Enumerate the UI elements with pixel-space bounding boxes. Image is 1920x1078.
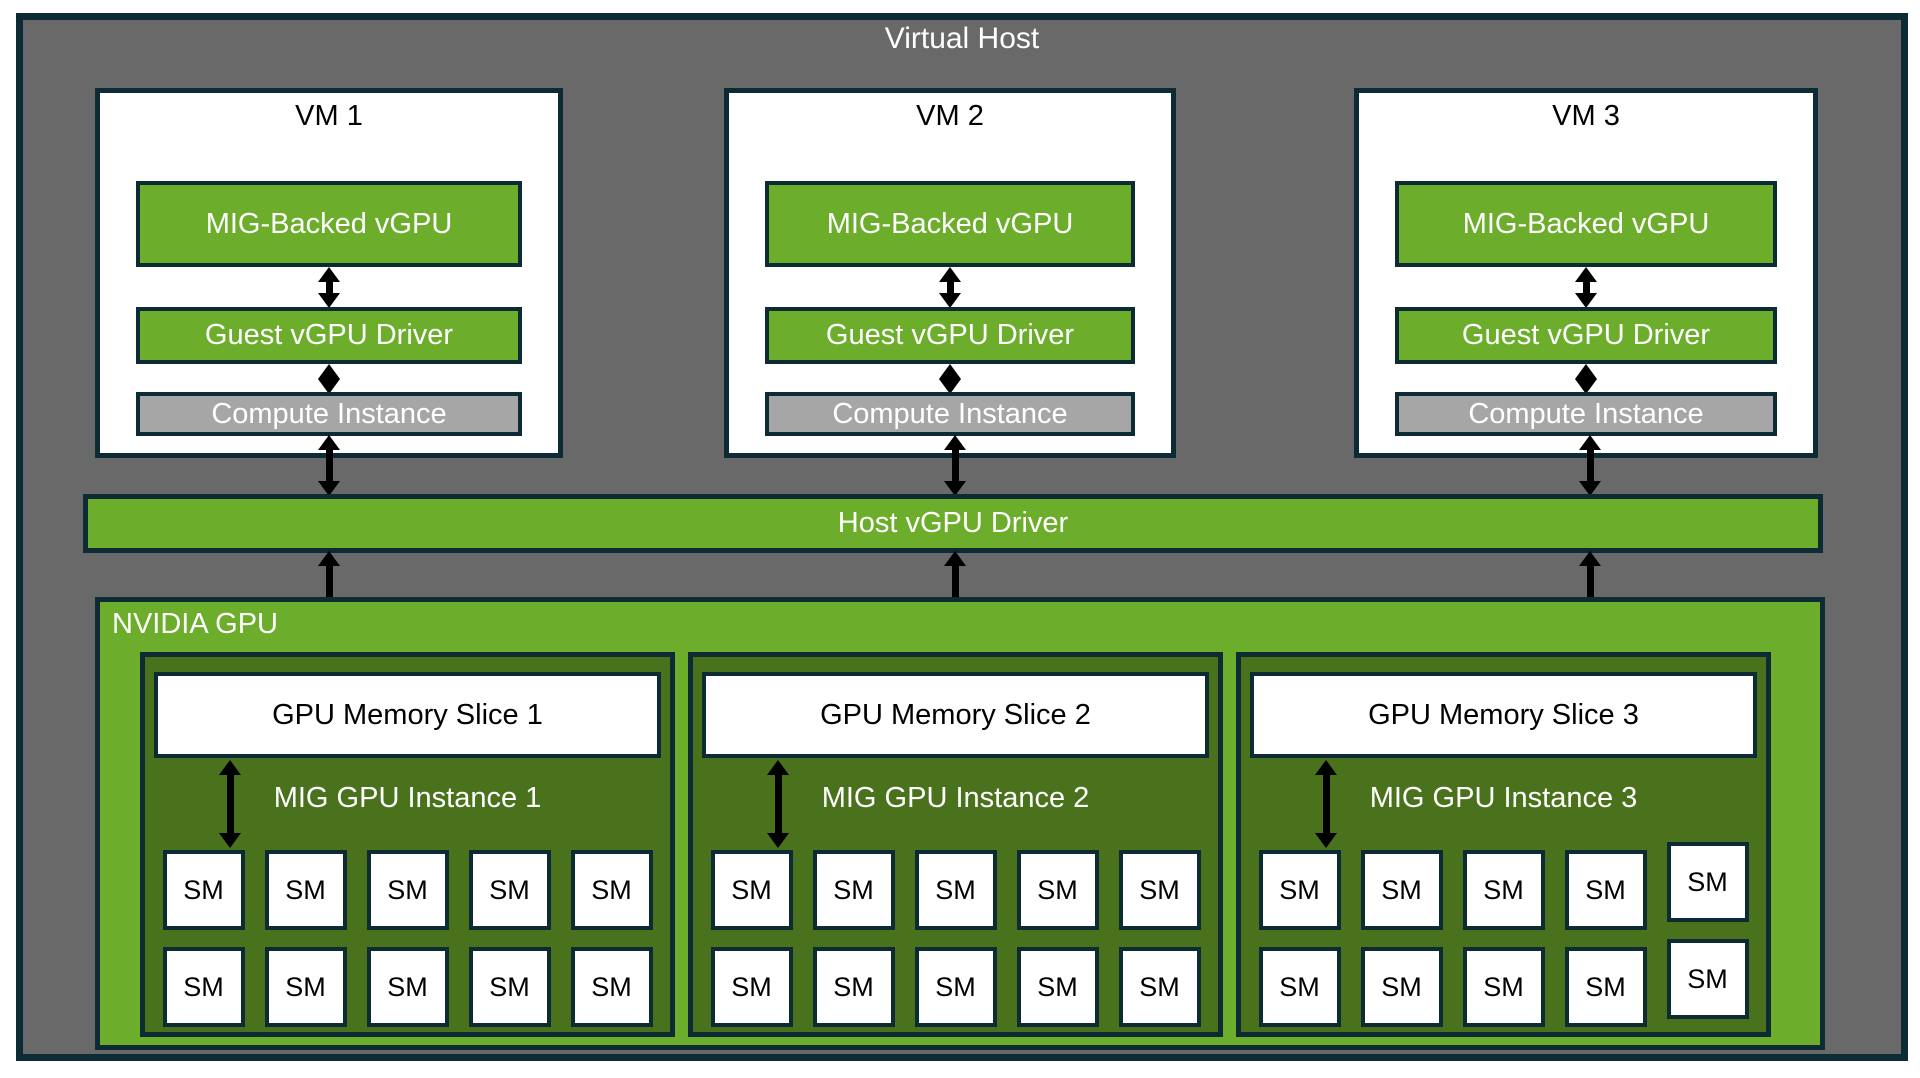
gpu-memory-slice-2: GPU Memory Slice 2 bbox=[702, 672, 1209, 758]
host-vgpu-driver-bar: Host vGPU Driver bbox=[83, 494, 1823, 553]
sm-box: SM bbox=[1564, 850, 1647, 930]
vm-1-mig-backed-vgpu: MIG-Backed vGPU bbox=[136, 181, 522, 267]
mig-gpu-instance-2-box: GPU Memory Slice 2 MIG GPU Instance 2 SM… bbox=[688, 652, 1223, 1037]
sm-box: SM bbox=[366, 947, 449, 1027]
sm-box: SM bbox=[162, 947, 245, 1027]
arrow-driver-to-compute-2 bbox=[938, 364, 962, 394]
vm-1-box: VM 1 MIG-Backed vGPU Guest vGPU Driver C… bbox=[95, 88, 563, 458]
vm-2-mig-backed-vgpu: MIG-Backed vGPU bbox=[765, 181, 1135, 267]
mig-gpu-instance-1-label: MIG GPU Instance 1 bbox=[273, 782, 542, 814]
sm-row: SM SM SM SM SM bbox=[145, 947, 670, 1027]
sm-box: SM bbox=[366, 850, 449, 930]
sm-box: SM bbox=[1462, 850, 1545, 930]
sm-box: SM bbox=[264, 947, 347, 1027]
sm-box: SM bbox=[1462, 947, 1545, 1027]
arrow-vgpu-to-driver-3 bbox=[1574, 267, 1598, 308]
virtual-host-title: Virtual Host bbox=[884, 22, 1040, 55]
sm-box: SM bbox=[914, 947, 997, 1027]
sm-box: SM bbox=[812, 947, 895, 1027]
sm-box: SM bbox=[1360, 850, 1443, 930]
sm-box: SM bbox=[1360, 947, 1443, 1027]
sm-box: SM bbox=[1666, 939, 1749, 1019]
sm-box: SM bbox=[710, 850, 793, 930]
vm-3-box: VM 3 MIG-Backed vGPU Guest vGPU Driver C… bbox=[1354, 88, 1818, 458]
sm-box: SM bbox=[1258, 850, 1341, 930]
sm-row: SM SM SM SM SM bbox=[1241, 842, 1766, 930]
vm-2-compute-instance: Compute Instance bbox=[765, 392, 1135, 436]
sm-box: SM bbox=[1118, 947, 1201, 1027]
vm-3-mig-backed-vgpu: MIG-Backed vGPU bbox=[1395, 181, 1777, 267]
gpu-memory-slice-1: GPU Memory Slice 1 bbox=[154, 672, 661, 758]
sm-box: SM bbox=[570, 947, 653, 1027]
arrow-slice-to-sm-2 bbox=[766, 760, 790, 848]
mig-gpu-instance-1-box: GPU Memory Slice 1 MIG GPU Instance 1 SM… bbox=[140, 652, 675, 1037]
vm-2-box: VM 2 MIG-Backed vGPU Guest vGPU Driver C… bbox=[724, 88, 1176, 458]
mig-gpu-instance-3-box: GPU Memory Slice 3 MIG GPU Instance 3 SM… bbox=[1236, 652, 1771, 1037]
arrow-driver-to-compute-1 bbox=[317, 364, 341, 394]
vm-1-compute-instance: Compute Instance bbox=[136, 392, 522, 436]
arrow-compute-to-host-1 bbox=[317, 435, 341, 496]
sm-box: SM bbox=[812, 850, 895, 930]
vm-1-guest-vgpu-driver: Guest vGPU Driver bbox=[136, 307, 522, 364]
sm-box: SM bbox=[468, 947, 551, 1027]
sm-box: SM bbox=[1118, 850, 1201, 930]
sm-box: SM bbox=[1258, 947, 1341, 1027]
sm-box: SM bbox=[570, 850, 653, 930]
arrow-vgpu-to-driver-1 bbox=[317, 267, 341, 308]
sm-box: SM bbox=[162, 850, 245, 930]
vm-3-guest-vgpu-driver: Guest vGPU Driver bbox=[1395, 307, 1777, 364]
sm-row: SM SM SM SM SM bbox=[693, 850, 1218, 930]
sm-row: SM SM SM SM SM bbox=[145, 850, 670, 930]
vm-2-guest-vgpu-driver: Guest vGPU Driver bbox=[765, 307, 1135, 364]
arrow-compute-to-host-2 bbox=[943, 435, 967, 496]
sm-row: SM SM SM SM SM bbox=[1241, 939, 1766, 1027]
sm-box: SM bbox=[1564, 947, 1647, 1027]
mig-gpu-instance-3-label: MIG GPU Instance 3 bbox=[1369, 782, 1638, 814]
arrow-vgpu-to-driver-2 bbox=[938, 267, 962, 308]
mig-gpu-instance-2-label: MIG GPU Instance 2 bbox=[821, 782, 1090, 814]
sm-box: SM bbox=[914, 850, 997, 930]
vm-1-name: VM 1 bbox=[295, 100, 363, 132]
nvidia-gpu-label: NVIDIA GPU bbox=[112, 608, 278, 640]
arrow-driver-to-compute-3 bbox=[1574, 364, 1598, 394]
sm-row: SM SM SM SM SM bbox=[693, 947, 1218, 1027]
arrow-slice-to-sm-1 bbox=[218, 760, 242, 848]
vm-3-compute-instance: Compute Instance bbox=[1395, 392, 1777, 436]
arrow-compute-to-host-3 bbox=[1578, 435, 1602, 496]
gpu-memory-slice-3: GPU Memory Slice 3 bbox=[1250, 672, 1757, 758]
sm-box: SM bbox=[468, 850, 551, 930]
sm-box: SM bbox=[264, 850, 347, 930]
sm-box: SM bbox=[1016, 947, 1099, 1027]
sm-box: SM bbox=[1016, 850, 1099, 930]
vm-2-name: VM 2 bbox=[916, 100, 984, 132]
sm-box: SM bbox=[1666, 842, 1749, 922]
arrow-slice-to-sm-3 bbox=[1314, 760, 1338, 848]
sm-box: SM bbox=[710, 947, 793, 1027]
vm-3-name: VM 3 bbox=[1552, 100, 1620, 132]
